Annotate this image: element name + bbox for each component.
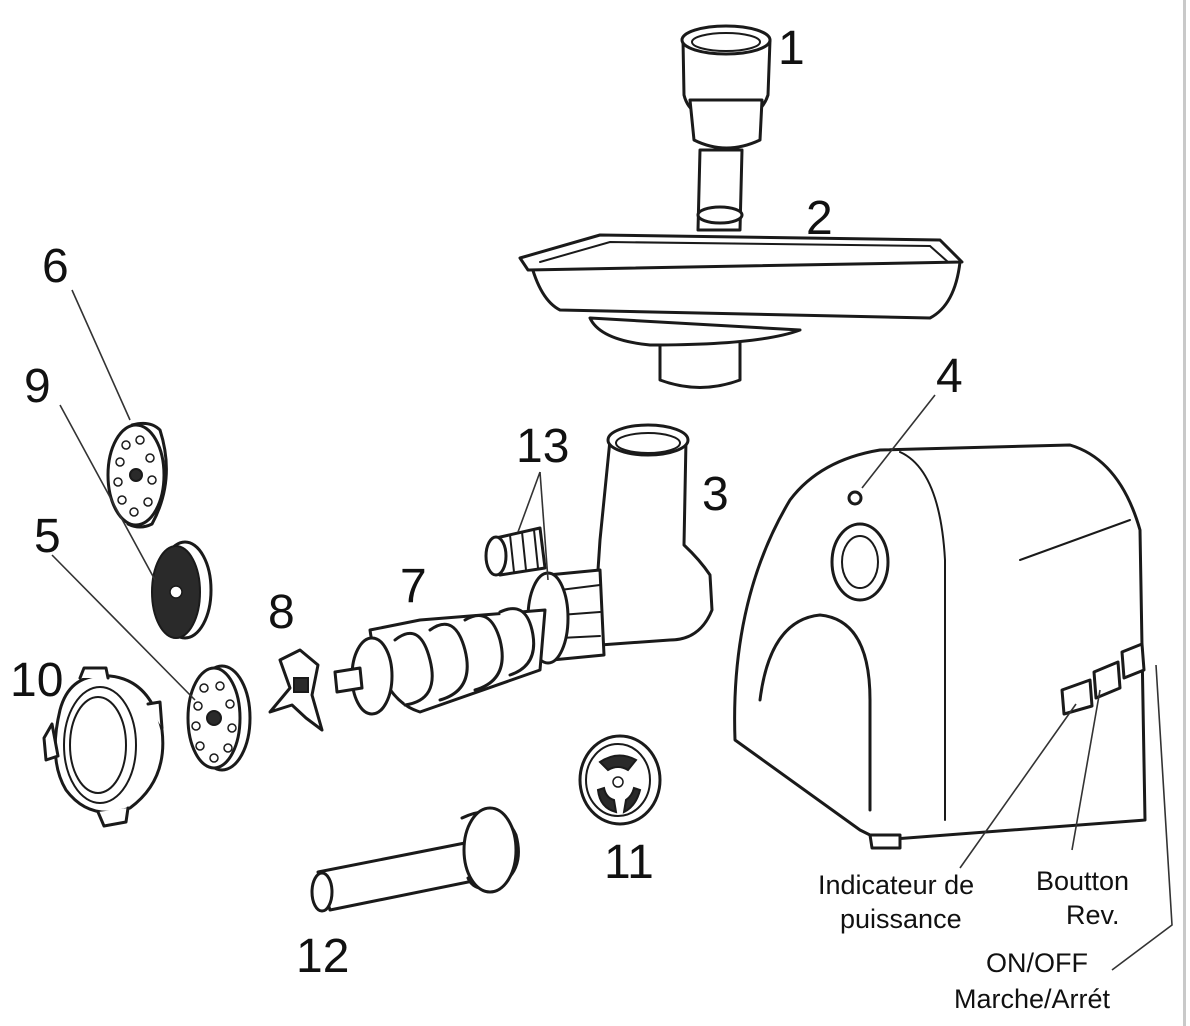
label-2: 2	[806, 192, 833, 245]
leader-6	[71, 289, 131, 421]
leader-rev	[1071, 689, 1101, 851]
part-labels: 1 2 3 4 5 6 7 8 9 10 11 12 13	[10, 22, 963, 983]
leader-13b	[539, 471, 549, 581]
leader-9	[59, 404, 156, 581]
leader-4	[861, 394, 936, 489]
leader-onoff	[1111, 664, 1173, 971]
ring-nut	[42, 666, 165, 828]
label-4: 4	[936, 350, 963, 403]
leader-13a	[517, 471, 541, 533]
cutting-knife	[268, 648, 324, 732]
control-captions: Indicateur de puissance Boutton Rev. ON/…	[818, 866, 1129, 1014]
grinder-head	[526, 423, 714, 665]
sausage-nozzle	[310, 806, 520, 913]
right-border	[1183, 0, 1186, 1026]
label-13: 13	[516, 420, 569, 473]
onoff-caption-line1: ON/OFF	[986, 948, 1088, 978]
coarse-plate	[106, 421, 168, 529]
label-10: 10	[10, 654, 63, 707]
leader-5	[51, 554, 196, 701]
label-8: 8	[268, 586, 295, 639]
reverse-button-caption-line1: Boutton	[1036, 866, 1129, 896]
fine-plate	[151, 540, 213, 640]
power-indicator-caption-line2: puissance	[840, 904, 962, 934]
feeding-tray	[518, 233, 964, 389]
reverse-button-caption-line2: Rev.	[1066, 900, 1120, 930]
label-5: 5	[34, 510, 61, 563]
label-3: 3	[702, 468, 729, 521]
label-1: 1	[778, 22, 805, 75]
food-pusher	[680, 24, 772, 232]
label-7: 7	[400, 560, 427, 613]
label-12: 12	[296, 930, 349, 983]
label-11: 11	[604, 836, 654, 889]
medium-plate	[186, 664, 252, 772]
label-6: 6	[42, 240, 69, 293]
leader-lines	[51, 289, 1173, 971]
auger-screw	[333, 607, 547, 716]
leader-indicator	[959, 703, 1077, 869]
power-indicator-caption-line1: Indicateur de	[818, 870, 974, 900]
kubbe-disc	[578, 734, 662, 826]
bushing	[484, 526, 547, 577]
motor-housing	[733, 443, 1147, 850]
label-9: 9	[24, 360, 51, 413]
onoff-caption-line2: Marche/Arrét	[954, 984, 1111, 1014]
